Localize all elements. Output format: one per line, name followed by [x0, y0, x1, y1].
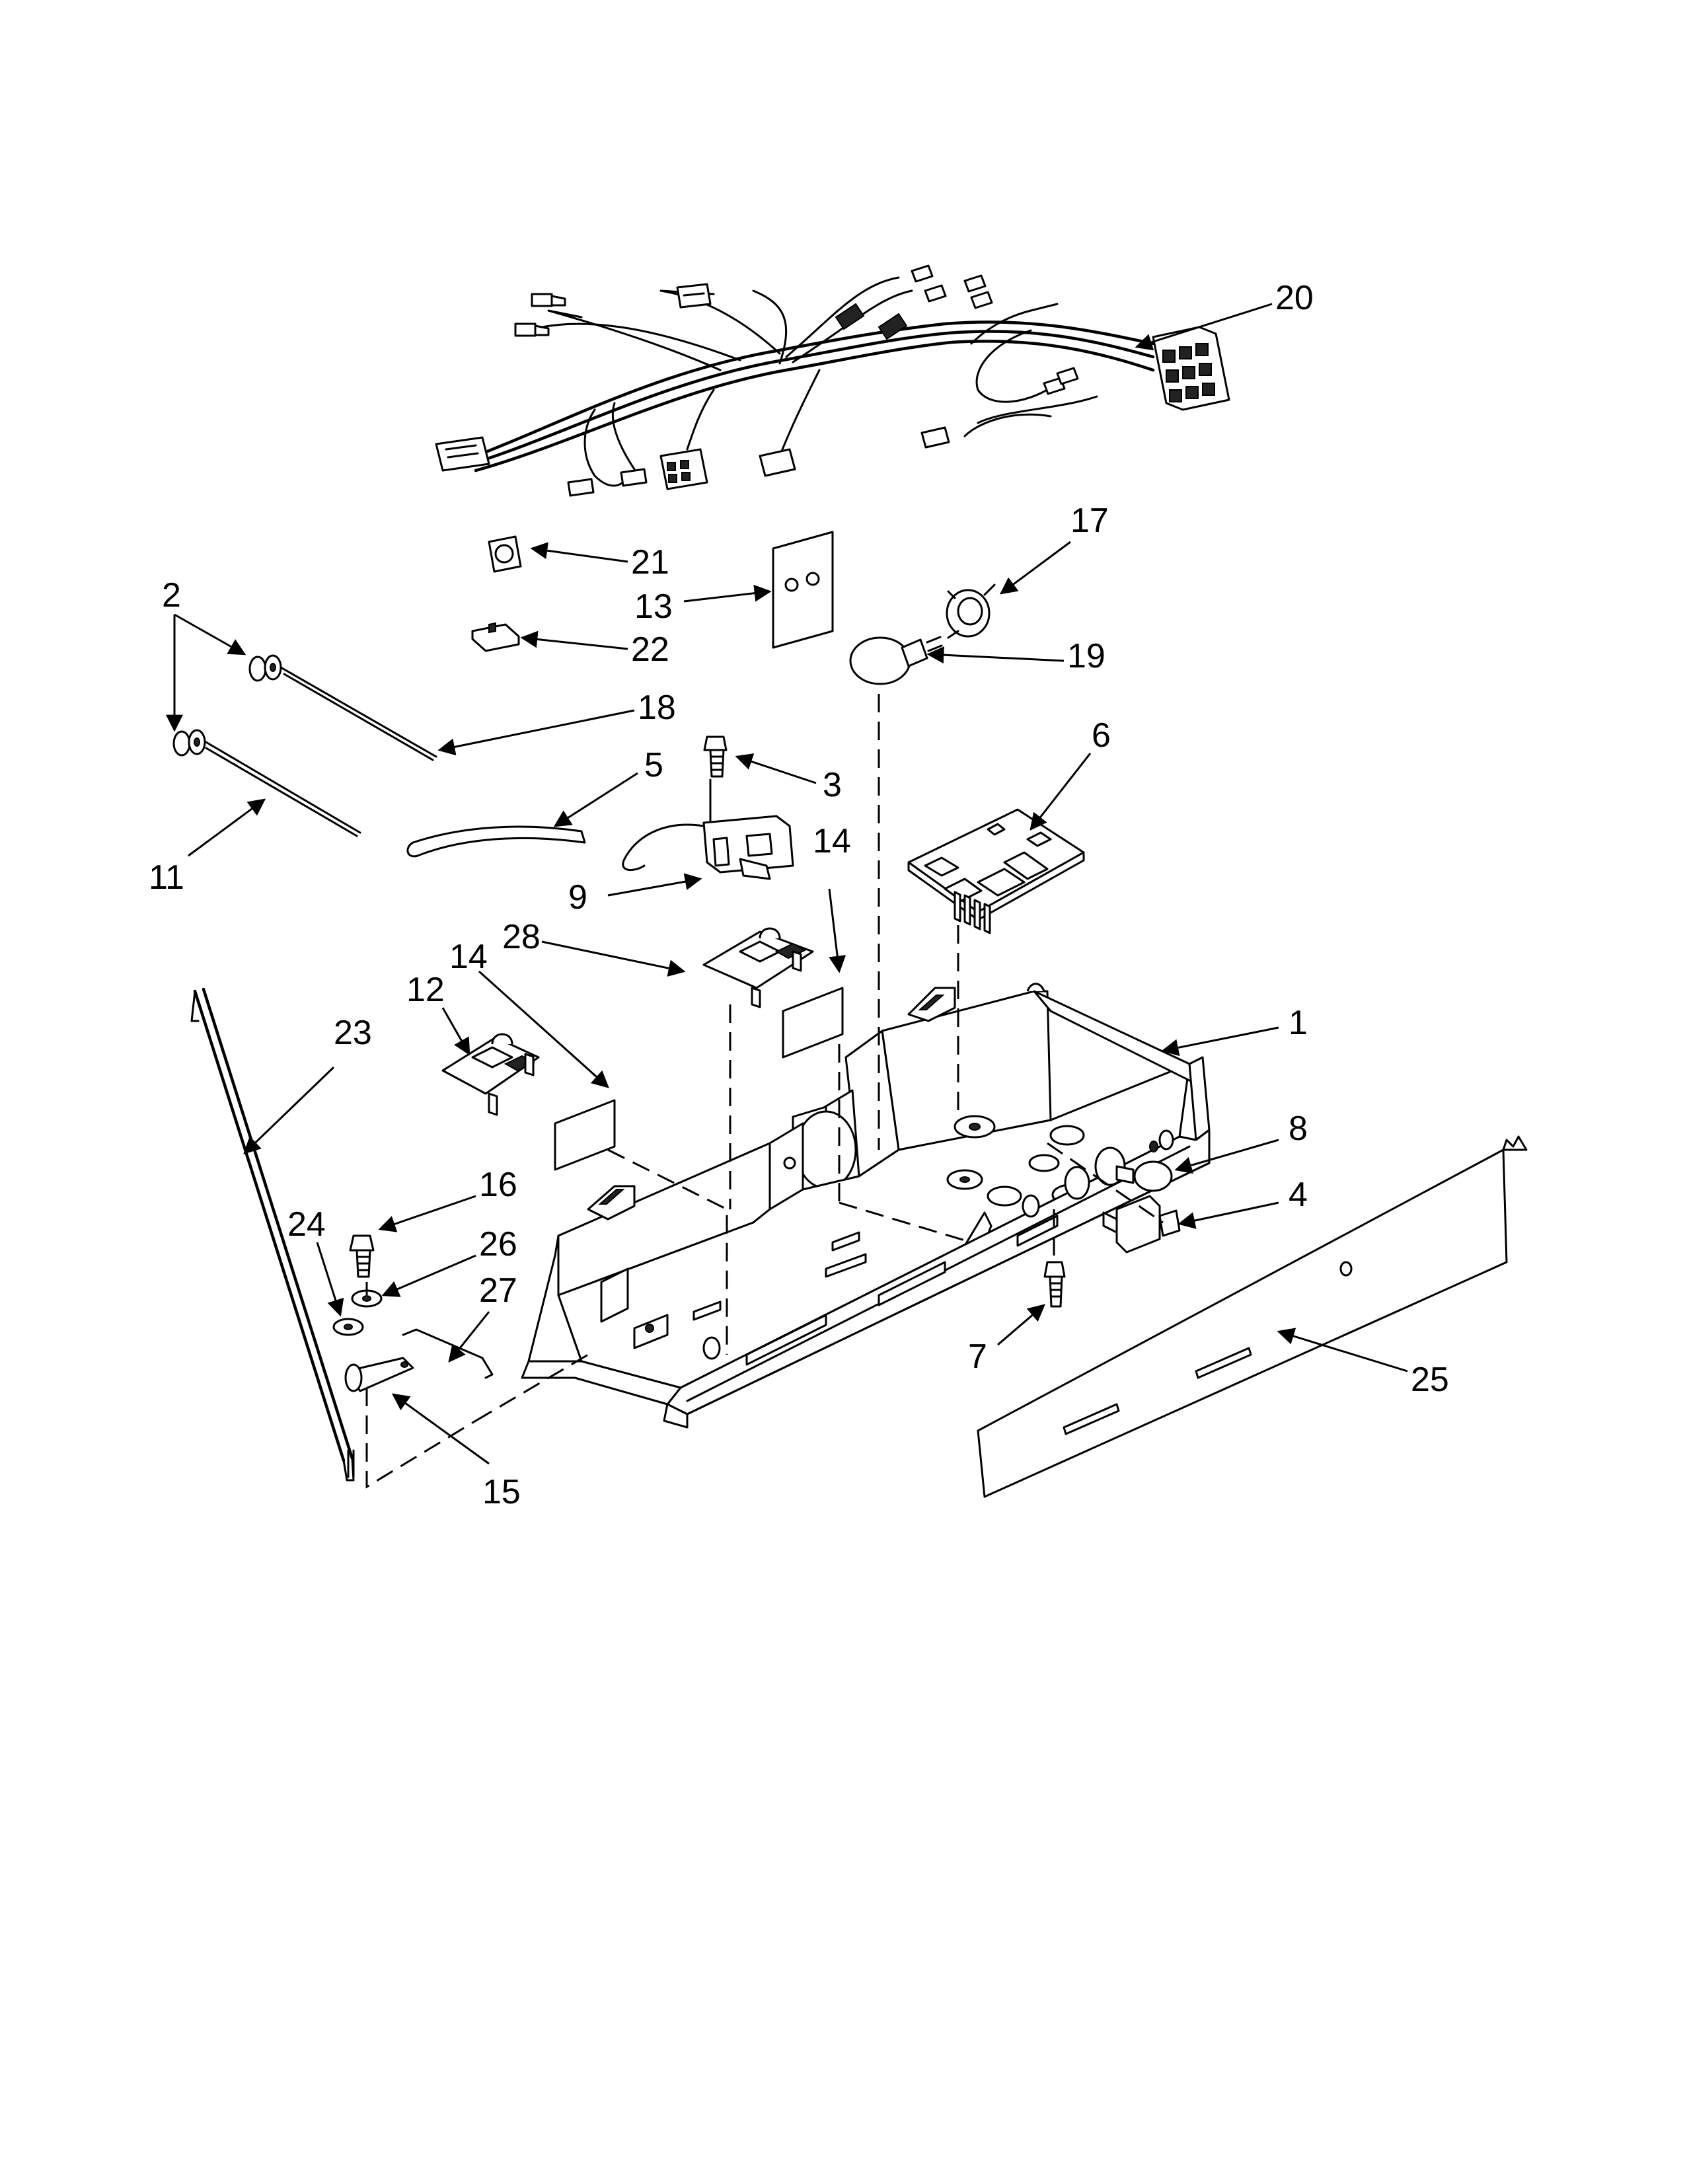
callout-8: 8	[1289, 1110, 1308, 1148]
callout-21: 21	[631, 543, 669, 582]
part-5-hose	[406, 825, 586, 858]
part-22-bracket	[471, 622, 520, 652]
part-14-label-left	[554, 1099, 616, 1171]
part-12-bracket	[441, 1033, 540, 1116]
wire-harness	[435, 264, 1230, 497]
part-6-control-board	[907, 808, 1085, 934]
callout-19: 19	[1067, 637, 1105, 675]
part-14-label-right	[782, 987, 844, 1059]
part-2-grommet-lower	[172, 729, 206, 757]
part-1-control-housing	[521, 983, 1211, 1429]
callout-28: 28	[502, 918, 541, 956]
callout-27: 27	[479, 1271, 517, 1310]
callout-11: 11	[149, 858, 184, 897]
callout-numbers: 20 21 13 22 17 19 2 18 5 3 11 9 6 14 28 …	[149, 279, 1449, 1511]
part-19-bulb	[849, 636, 943, 685]
assembly-lines	[365, 694, 1164, 1489]
callout-5: 5	[644, 746, 663, 784]
callout-14-right: 14	[813, 822, 851, 860]
part-18-tube	[280, 666, 437, 761]
callout-7: 7	[968, 1337, 987, 1376]
part-8-button	[1115, 1160, 1173, 1192]
part-27-wire	[402, 1328, 494, 1379]
part-25-trim-panel	[977, 1135, 1528, 1498]
callout-13: 13	[634, 587, 673, 626]
callout-9: 9	[568, 878, 587, 917]
part-11-tube	[204, 740, 361, 837]
callout-2: 2	[162, 576, 181, 615]
part-23-rod	[190, 987, 355, 1482]
callout-15: 15	[482, 1473, 521, 1511]
part-28-bracket	[702, 927, 814, 1008]
part-16-screw	[349, 1234, 375, 1278]
connector-left	[435, 436, 490, 472]
callout-24: 24	[287, 1205, 326, 1244]
part-7-screw	[1043, 1261, 1066, 1308]
callout-14-left: 14	[449, 938, 488, 976]
part-17-socket	[946, 584, 996, 639]
callout-18: 18	[638, 689, 676, 727]
part-15-hinge	[344, 1357, 414, 1392]
callout-3: 3	[823, 766, 842, 804]
callout-20: 20	[1275, 279, 1314, 317]
part-4-switch	[1102, 1195, 1181, 1254]
callout-22: 22	[631, 630, 669, 669]
callout-23: 23	[334, 1014, 372, 1052]
part-21-clip	[488, 535, 522, 573]
part-2-grommet-upper	[248, 654, 282, 682]
callout-12: 12	[406, 971, 445, 1009]
part-13-pad	[772, 531, 834, 649]
part-9-switch	[622, 778, 794, 880]
callout-6: 6	[1092, 716, 1111, 755]
connector-right-block	[1152, 326, 1230, 411]
callout-25: 25	[1411, 1361, 1449, 1399]
callout-1: 1	[1289, 1004, 1308, 1042]
part-3-screw	[703, 735, 728, 778]
callout-26: 26	[479, 1225, 517, 1263]
terminal-connectors	[514, 264, 1079, 497]
callout-16: 16	[479, 1166, 517, 1204]
callout-leaders	[166, 303, 1408, 1465]
callout-17: 17	[1070, 502, 1109, 540]
part-24-washer	[332, 1318, 364, 1336]
connector-center	[659, 448, 708, 490]
callout-4: 4	[1289, 1176, 1308, 1214]
